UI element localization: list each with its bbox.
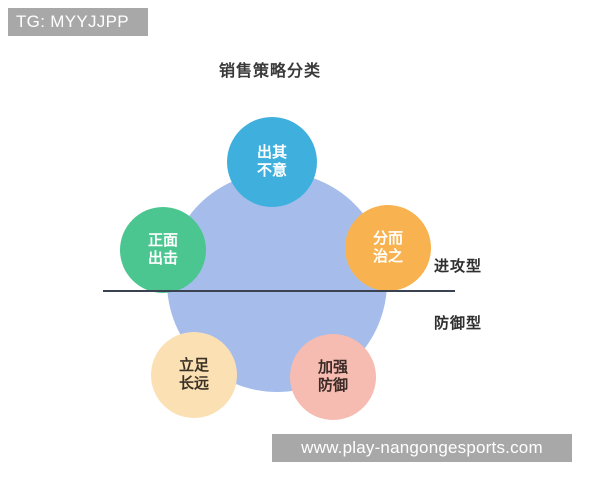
bubble-long-term-line2: 长远 (178, 375, 209, 392)
label-defensive-type: 防御型 (434, 315, 483, 332)
label-offensive-type: 进攻型 (434, 258, 483, 275)
watermark-url: www.play-nangongesports.com (301, 438, 543, 457)
bubble-strengthen-defense[interactable]: 加强 防御 (290, 334, 376, 420)
bubble-strengthen-defense-line2: 防御 (317, 377, 348, 394)
bubble-surprise[interactable]: 出其 不意 (227, 117, 317, 207)
bubble-frontal-attack[interactable]: 正面 出击 (120, 207, 206, 293)
bubble-frontal-attack-line2: 出击 (147, 250, 178, 267)
offense-defense-divider-line (103, 290, 455, 292)
bubble-long-term-line1: 立足 (178, 357, 209, 375)
bubble-divide-and-conquer[interactable]: 分而 治之 (345, 205, 431, 291)
bubble-divide-and-conquer-line1: 分而 (372, 230, 403, 248)
tg-tag-badge: TG: MYYJJPP (8, 8, 148, 36)
bubble-surprise-line1: 出其 (256, 144, 287, 162)
bubble-frontal-attack-line1: 正面 (147, 232, 178, 250)
bubble-strengthen-defense-line1: 加强 (317, 359, 348, 377)
page-title: 销售策略分类 (218, 63, 321, 80)
bubble-long-term[interactable]: 立足 长远 (151, 332, 237, 418)
watermark-banner: www.play-nangongesports.com (272, 434, 572, 462)
bubble-surprise-line2: 不意 (256, 162, 287, 179)
tg-tag-label: TG: MYYJJPP (16, 12, 129, 31)
bubble-divide-and-conquer-line2: 治之 (372, 248, 403, 265)
